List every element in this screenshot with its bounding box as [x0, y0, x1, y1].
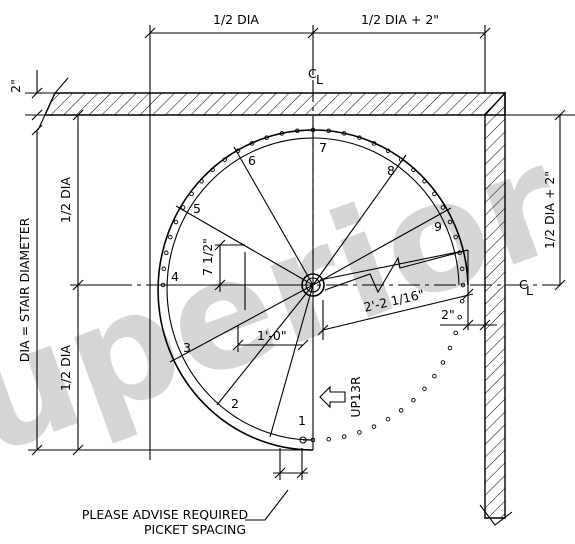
- picket-dot: [432, 373, 437, 379]
- picket-dot: [453, 234, 458, 240]
- picket-dot: [161, 266, 167, 272]
- note-line-2: PICKET SPACING: [144, 522, 246, 537]
- picket-dot: [460, 282, 466, 288]
- stair-diameter-label: DIA = STAIR DIAMETER: [17, 217, 32, 362]
- picket-dot: [385, 148, 391, 154]
- picket-dot: [164, 250, 169, 256]
- centerline-top-l: L: [316, 72, 323, 87]
- picket-dot: [440, 205, 446, 210]
- picket-dot: [371, 424, 377, 429]
- tread-number: 5: [193, 201, 201, 216]
- tread-number: 4: [171, 269, 179, 284]
- tread-number: 7: [319, 140, 327, 155]
- picket-dot: [210, 167, 215, 173]
- picket-dot: [440, 360, 446, 365]
- tread-number: 2: [231, 396, 239, 411]
- picket-dot: [341, 434, 347, 439]
- picket-dot: [189, 191, 194, 197]
- picket-dot: [398, 157, 404, 162]
- tread-number: 3: [183, 340, 191, 355]
- picket-dot: [432, 191, 437, 197]
- picket-dot: [371, 141, 377, 146]
- centerline-top-c: C: [308, 66, 317, 81]
- top-left-dim-label: 1/2 DIA: [213, 12, 259, 27]
- up-label: UP13R: [348, 376, 363, 418]
- tread-number: 8: [387, 163, 395, 178]
- picket-dot: [199, 179, 204, 184]
- picket-dot: [264, 135, 269, 140]
- picket-dot: [279, 131, 285, 136]
- top-dimension: 1/2 DIA 1/2 DIA + 2": [144, 12, 491, 460]
- picket-dot: [357, 430, 362, 435]
- note-line-1: PLEASE ADVISE REQUIRED: [82, 507, 248, 522]
- right-dimension: 1/2 DIA + 2": [505, 109, 575, 291]
- picket-dot: [422, 386, 427, 391]
- left-upper-dim-label: 1/2 DIA: [58, 177, 73, 223]
- picket-dot: [295, 128, 300, 134]
- picket-dot: [411, 397, 416, 403]
- picket-dot: [249, 141, 255, 146]
- picket-dot: [411, 167, 416, 173]
- picket-dot: [459, 298, 465, 304]
- picket-dot: [310, 127, 316, 133]
- centerline-right-l: L: [526, 283, 533, 298]
- gap-dimension: 2": [440, 300, 497, 335]
- tread-number: 6: [248, 153, 256, 168]
- wall-thickness-label: 2": [8, 79, 23, 93]
- picket-dot: [168, 234, 173, 240]
- right-dim-label: 1/2 DIA + 2": [542, 171, 557, 249]
- top-right-dim-label: 1/2 DIA + 2": [361, 12, 439, 27]
- left-lower-dim-label: 1/2 DIA: [58, 345, 73, 391]
- tread-dim-label: 1'-0": [257, 328, 287, 343]
- wall-top: [37, 77, 506, 131]
- picket-dot: [385, 416, 391, 422]
- picket-dot: [447, 219, 453, 225]
- picket-dot: [222, 157, 228, 162]
- picket-spacing-detail: [245, 448, 308, 521]
- left-dimensions: 1/2 DIA 1/2 DIA DIA = STAIR DIAMETER 2": [8, 70, 485, 456]
- tread-dimension: 1'-0": [232, 325, 309, 352]
- tread-number: 1: [298, 413, 306, 428]
- picket-dot: [459, 266, 465, 272]
- picket-dot: [326, 436, 331, 442]
- picket-dot: [453, 330, 458, 336]
- picket-note: PLEASE ADVISE REQUIRED PICKET SPACING: [82, 507, 248, 537]
- gap-dim-label: 2": [441, 307, 455, 322]
- picket-dot: [457, 314, 462, 320]
- picket-dot: [235, 148, 241, 154]
- picket-dots: [160, 127, 466, 443]
- picket-dot: [326, 128, 331, 134]
- centerline-right-c: C: [519, 277, 528, 292]
- rise-dimension: 7 1/2": [200, 238, 246, 310]
- picket-dot: [447, 345, 453, 351]
- picket-dot: [422, 179, 427, 184]
- up-arrow: UP13R: [319, 376, 363, 418]
- picket-dot: [341, 131, 347, 136]
- picket-dot: [160, 282, 166, 288]
- tread-number: 9: [434, 219, 442, 234]
- tread-numbers: 1 2 3 4 5 6 7 8 9: [171, 140, 442, 428]
- wall-right: [479, 91, 513, 526]
- picket-dot: [357, 135, 362, 140]
- rise-dim-label: 7 1/2": [200, 238, 215, 276]
- picket-dot: [173, 219, 179, 225]
- picket-dot: [180, 205, 186, 210]
- picket-dot: [310, 437, 316, 443]
- picket-dot: [398, 408, 404, 413]
